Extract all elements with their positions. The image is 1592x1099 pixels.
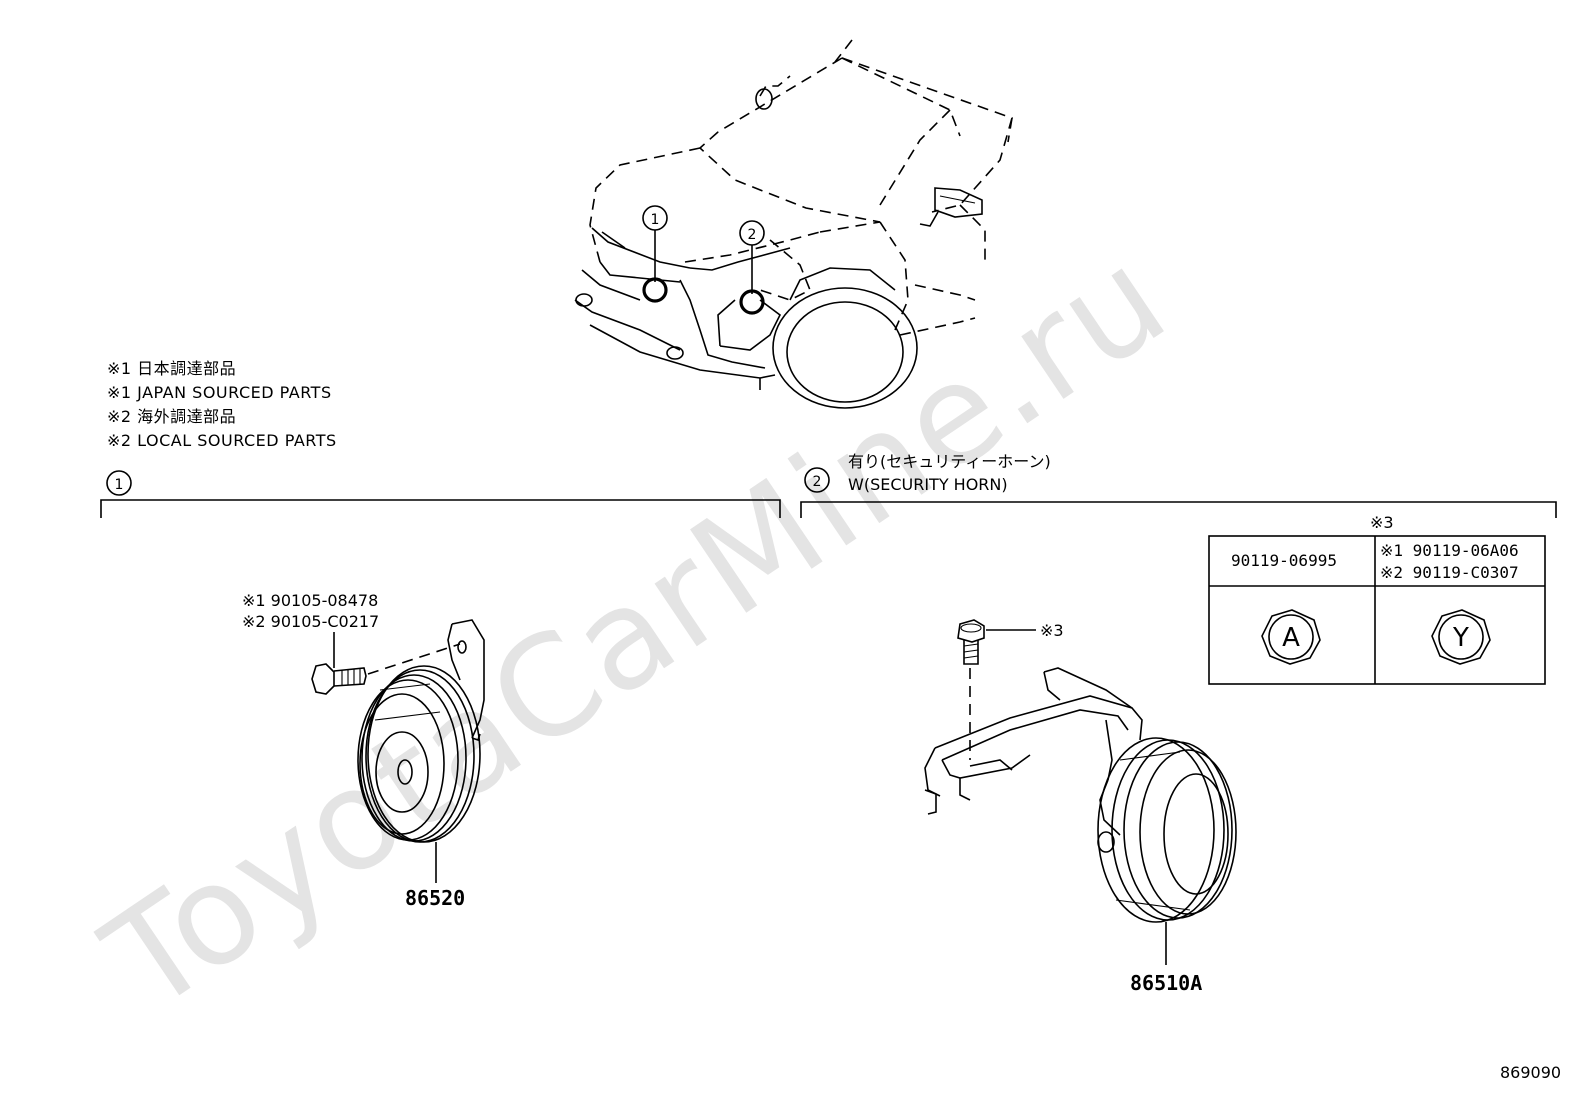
figure-id: 869090 [1500, 1063, 1561, 1082]
security-horn-bracket [924, 667, 1143, 815]
horn-86520 [357, 665, 481, 843]
svg-text:2: 2 [748, 227, 757, 243]
svg-text:86510A: 86510A [1130, 971, 1202, 995]
bolt-90105 [311, 663, 367, 695]
svg-text:1: 1 [115, 477, 124, 493]
svg-text:※1 日本調達部品: ※1 日本調達部品 [107, 359, 236, 378]
svg-text:2: 2 [813, 474, 822, 490]
section-1: 1 ※1 90105-08478 ※2 90105-C0217 [100, 470, 781, 910]
sourcing-notes: ※1 日本調達部品 ※1 JAPAN SOURCED PARTS ※2 海外調達… [107, 359, 337, 450]
svg-text:※2 90105-C0217: ※2 90105-C0217 [242, 612, 379, 631]
svg-text:※1 90119-06A06: ※1 90119-06A06 [1380, 541, 1519, 560]
svg-text:90119-06995: 90119-06995 [1231, 551, 1337, 570]
svg-text:※2 海外調達部品: ※2 海外調達部品 [107, 407, 236, 426]
svg-text:有り(セキュリティーホーン): 有り(セキュリティーホーン) [848, 452, 1051, 471]
bolt-90119 [957, 619, 985, 665]
svg-text:1: 1 [651, 212, 660, 228]
bolt-mark-A: A [1261, 609, 1321, 665]
svg-text:Y: Y [1452, 623, 1469, 653]
svg-text:A: A [1282, 623, 1300, 653]
svg-text:※1 90105-08478: ※1 90105-08478 [242, 591, 378, 610]
svg-text:W(SECURITY HORN): W(SECURITY HORN) [848, 475, 1008, 494]
location-marker-1: 1 [642, 205, 668, 303]
section-2: 2 有り(セキュリティーホーン) W(SECURITY HORN) ※3 [800, 452, 1557, 995]
svg-text:※2 LOCAL SOURCED PARTS: ※2 LOCAL SOURCED PARTS [107, 431, 337, 450]
bolt-identification-table: ※3 90119-06995 ※1 90119-06A06 ※2 90119-C… [1208, 513, 1546, 685]
svg-text:86520: 86520 [405, 886, 465, 910]
svg-text:※1 JAPAN SOURCED PARTS: ※1 JAPAN SOURCED PARTS [107, 383, 332, 402]
svg-text:※2 90119-C0307: ※2 90119-C0307 [1380, 563, 1519, 582]
svg-text:※3: ※3 [1370, 513, 1394, 532]
svg-text:※3: ※3 [1040, 621, 1064, 640]
horn-86510A [1097, 737, 1237, 923]
bolt-mark-Y: Y [1431, 609, 1491, 665]
location-marker-2: 2 [739, 220, 765, 315]
